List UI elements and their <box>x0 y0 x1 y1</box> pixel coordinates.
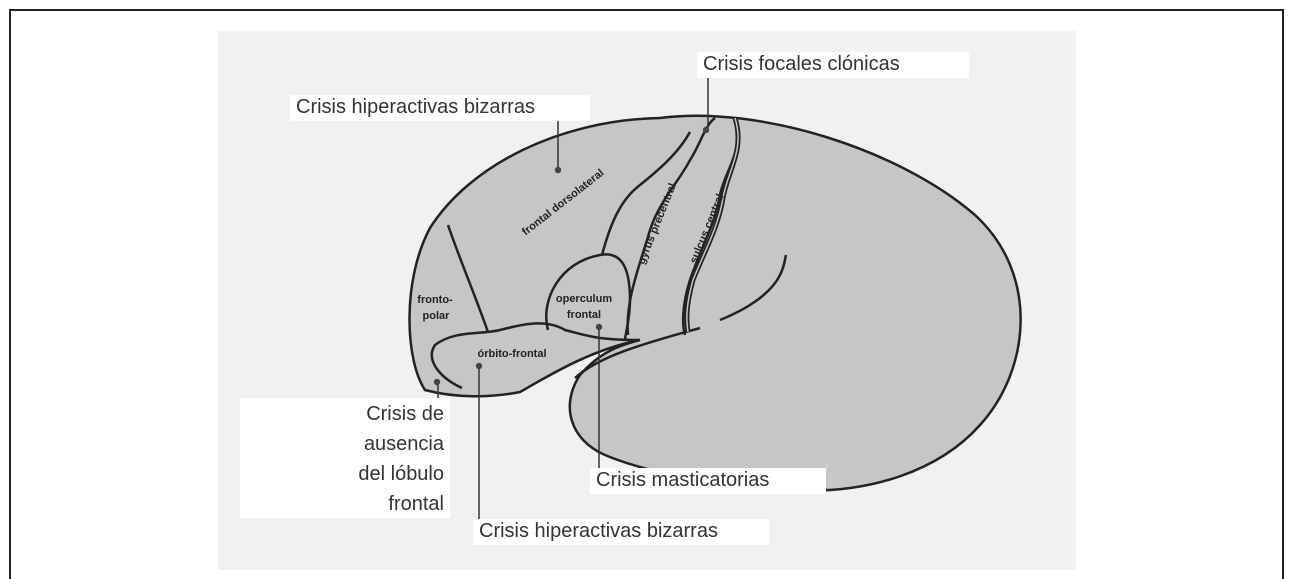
callout-ausencia: Crisis de ausencia del lóbulo frontal <box>240 398 450 518</box>
callout-line: del lóbulo <box>246 462 444 486</box>
callout-line: frontal <box>246 492 444 516</box>
callout-masticatorias: Crisis masticatorias <box>590 468 826 494</box>
region-label-polar-2: polar <box>423 310 451 322</box>
callout-text: Crisis masticatorias <box>596 469 769 491</box>
region-label-operculum-2: frontal <box>567 309 601 321</box>
callout-line: Crisis de <box>246 402 444 426</box>
callout-hiperactivas-bottom: Crisis hiperactivas bizarras <box>473 519 769 545</box>
callout-hiperactivas-top: Crisis hiperactivas bizarras <box>290 95 590 121</box>
brain-outline <box>409 116 1020 491</box>
region-label-operculum-1: operculum <box>556 293 612 305</box>
marker-ausencia <box>434 379 440 385</box>
region-label-fronto-1: fronto- <box>417 294 453 306</box>
marker-hiperactivas-top <box>555 167 561 173</box>
callout-text: Crisis hiperactivas bizarras <box>296 96 535 118</box>
callout-text: Crisis focales clónicas <box>703 53 900 75</box>
callout-text: Crisis hiperactivas bizarras <box>479 520 718 542</box>
marker-masticatorias <box>596 324 602 330</box>
marker-hiperactivas-bottom <box>476 363 482 369</box>
marker-focales <box>703 127 709 133</box>
callout-line: ausencia <box>246 432 444 456</box>
region-label-orbito-frontal: órbito-frontal <box>477 348 546 360</box>
callout-focales-clonicas: Crisis focales clónicas <box>697 52 969 78</box>
